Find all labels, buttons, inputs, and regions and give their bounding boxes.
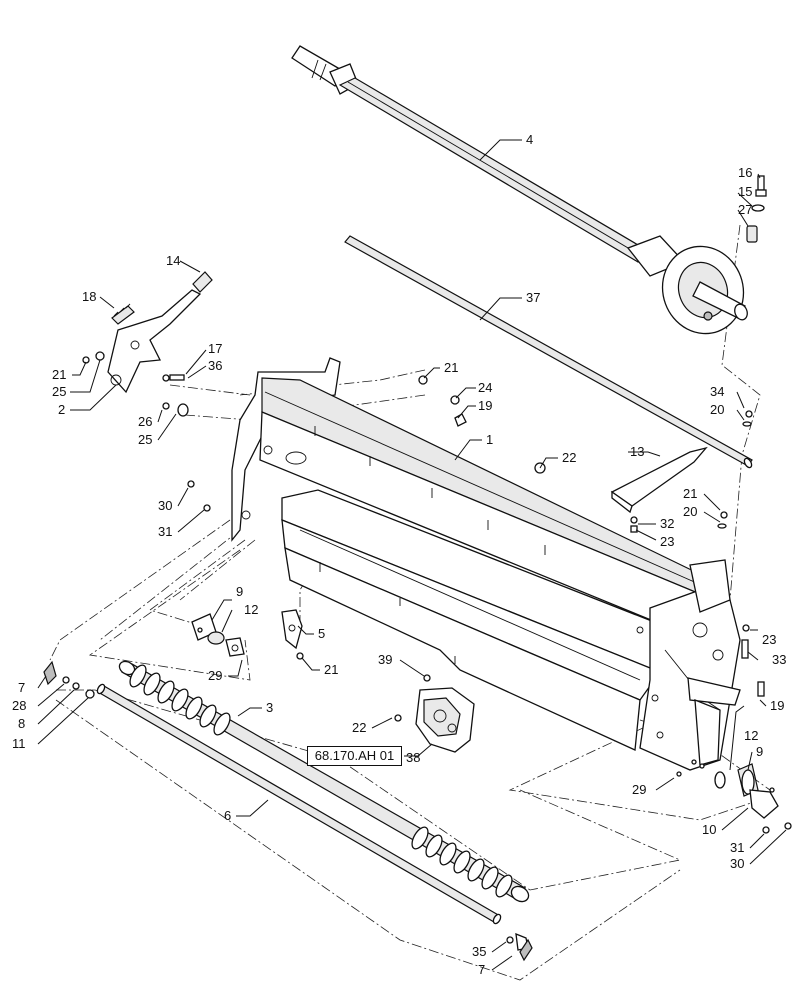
callout: 9 [236, 584, 243, 599]
callout: 20 [710, 402, 724, 417]
callout: 7 [478, 962, 485, 977]
callout: 31 [158, 524, 172, 539]
part-38-sensor [415, 687, 475, 753]
callout: 16 [738, 165, 752, 180]
callout: 13 [630, 444, 644, 459]
callout: 15 [738, 184, 752, 199]
callout: 22 [562, 450, 576, 465]
callout: 1 [486, 432, 493, 447]
callout: 28 [12, 698, 26, 713]
left-end-hardware [43, 660, 95, 699]
callout: 25 [52, 384, 66, 399]
callout: 19 [478, 398, 492, 413]
callout: 24 [478, 380, 492, 395]
part-6-tube [96, 683, 502, 925]
part-2-lever-arm [107, 271, 213, 394]
callout: 23 [660, 534, 674, 549]
callout: 9 [756, 744, 763, 759]
callout: 37 [526, 290, 540, 305]
callout: 3 [266, 700, 273, 715]
callout: 10 [702, 822, 716, 837]
callout: 26 [138, 414, 152, 429]
callout: 33 [772, 652, 786, 667]
callout: 32 [660, 516, 674, 531]
part-4-drive-shaft [291, 45, 748, 335]
callout: 7 [18, 680, 25, 695]
callout: 8 [18, 716, 25, 731]
callout: 11 [12, 736, 26, 751]
callout: 29 [208, 668, 222, 683]
part-13-bracket [610, 446, 708, 514]
part-3-auger [118, 660, 530, 903]
callout: 14 [166, 253, 180, 268]
callout: 31 [730, 840, 744, 855]
callout-labels: 4 16 15 27 14 18 37 17 36 21 25 2 26 25 … [12, 132, 786, 977]
callout: 4 [526, 132, 533, 147]
callout: 23 [762, 632, 776, 647]
callout: 21 [444, 360, 458, 375]
callout: 25 [138, 432, 152, 447]
fasteners-16-15-27 [746, 175, 767, 243]
auger-flights-right [411, 826, 513, 898]
cross-reference-label[interactable]: 68.170.AH 01 [307, 746, 402, 766]
part-1-main-frame [231, 357, 741, 771]
callout: 35 [472, 944, 486, 959]
part-37-rod [344, 235, 753, 469]
small-hardware-left [82, 351, 189, 417]
callout: 30 [730, 856, 744, 871]
callout: 2 [58, 402, 65, 417]
callout: 21 [324, 662, 338, 677]
callout: 38 [406, 750, 420, 765]
callout: 12 [244, 602, 258, 617]
left-bearing-brackets [191, 613, 245, 657]
callout: 19 [770, 698, 784, 713]
right-bearing-assembly [676, 759, 792, 834]
callout: 5 [318, 626, 325, 641]
callout: 20 [683, 504, 697, 519]
callout: 21 [52, 367, 66, 382]
auger-flights-left [129, 664, 231, 736]
callout: 27 [738, 202, 752, 217]
callout: 29 [632, 782, 646, 797]
callout: 12 [744, 728, 758, 743]
leader-lines [37, 139, 787, 971]
callout: 34 [710, 384, 724, 399]
callout: 18 [82, 289, 96, 304]
callout: 6 [224, 808, 231, 823]
right-end-hardware [506, 932, 533, 962]
part-5-mount [281, 609, 303, 650]
callout: 21 [683, 486, 697, 501]
callout: 39 [378, 652, 392, 667]
callout: 22 [352, 720, 366, 735]
callout: 36 [208, 358, 222, 373]
callout: 17 [208, 341, 222, 356]
callout: 30 [158, 498, 172, 513]
small-hardware-right [187, 375, 765, 722]
